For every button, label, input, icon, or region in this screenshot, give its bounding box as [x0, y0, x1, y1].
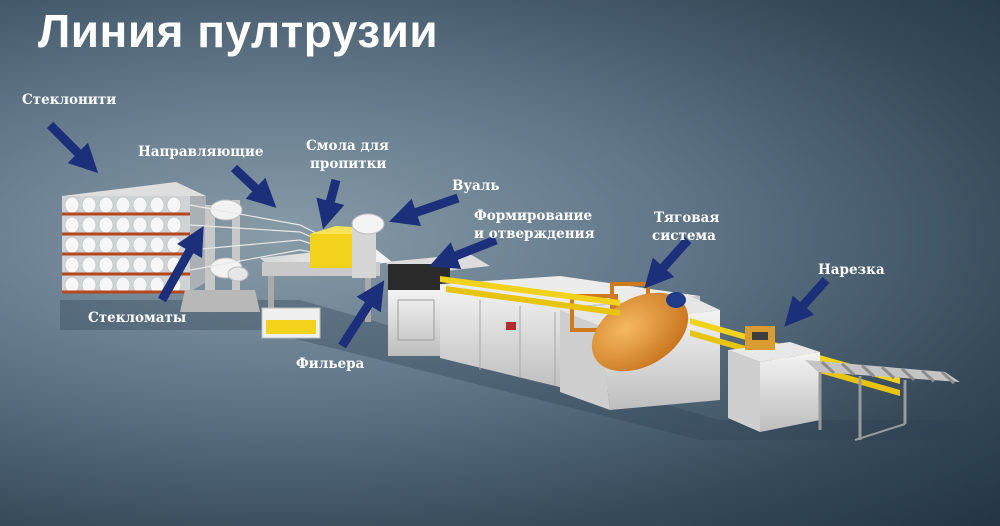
arrow-resin — [316, 178, 345, 230]
roving-bobbin — [98, 196, 114, 214]
label-puller-line1: Тяговая — [654, 210, 720, 226]
arrow-forming — [429, 235, 498, 270]
roving-bobbin — [149, 236, 165, 254]
table-roller — [920, 369, 936, 383]
roving-bobbin — [166, 196, 182, 214]
table-roller — [820, 360, 836, 375]
roving-bobbin — [81, 256, 97, 274]
label-cutting: Нарезка — [818, 262, 885, 278]
table-roller — [860, 364, 876, 378]
roving-bobbin — [81, 196, 97, 214]
roving-bobbin — [64, 236, 80, 254]
table-roller — [900, 367, 916, 381]
roving-bobbin — [132, 216, 148, 234]
label-resin-line2: пропитки — [310, 156, 387, 172]
creel-rack — [62, 182, 206, 294]
table-roller — [880, 365, 896, 380]
cutting-saw — [728, 326, 820, 432]
roving-bobbin — [115, 216, 131, 234]
label-puller-line2: система — [652, 228, 716, 244]
resin-station — [260, 213, 392, 339]
roving-bobbin — [81, 236, 97, 254]
roving-bobbin — [132, 256, 148, 274]
roller-table — [805, 360, 960, 441]
label-resin-line1: Смола для — [306, 138, 389, 154]
roving-bobbin — [149, 196, 165, 214]
roving-bobbin — [64, 256, 80, 274]
roving-bobbin — [132, 236, 148, 254]
roving-bobbin — [98, 256, 114, 274]
roving-bobbin — [166, 216, 182, 234]
label-glass-roving: Стеклонити — [22, 92, 117, 108]
roving-bobbin — [98, 236, 114, 254]
table-roller — [940, 371, 956, 385]
arrow-cutting — [784, 276, 830, 327]
roving-bobbin — [115, 236, 131, 254]
label-veil: Вуаль — [452, 178, 500, 194]
roving-bobbin — [166, 236, 182, 254]
arrow-glass-roving — [46, 121, 99, 174]
label-guides: Направляющие — [138, 144, 264, 160]
arrow-glass-mats — [158, 225, 204, 303]
label-forming-line2: и отверждения — [474, 226, 595, 242]
roving-bobbin — [132, 196, 148, 214]
table-roller — [840, 362, 856, 376]
roving-bobbin — [64, 196, 80, 214]
roving-bobbin — [64, 216, 80, 234]
arrow-guides — [230, 164, 277, 208]
label-forming-line1: Формирование — [474, 208, 593, 224]
roving-bobbin — [149, 256, 165, 274]
label-die: Фильера — [296, 356, 365, 372]
roving-bobbin — [98, 216, 114, 234]
label-arrows — [46, 121, 830, 349]
roving-bobbin — [115, 256, 131, 274]
roving-bobbin — [81, 216, 97, 234]
roving-bobbin — [149, 216, 165, 234]
label-glass-mats: Стекломаты — [88, 310, 187, 326]
arrow-puller — [644, 236, 692, 289]
page-title: Линия пултрузии — [38, 5, 439, 57]
arrow-veil — [389, 193, 460, 226]
roving-bobbin — [115, 196, 131, 214]
arrow-die — [338, 280, 385, 349]
